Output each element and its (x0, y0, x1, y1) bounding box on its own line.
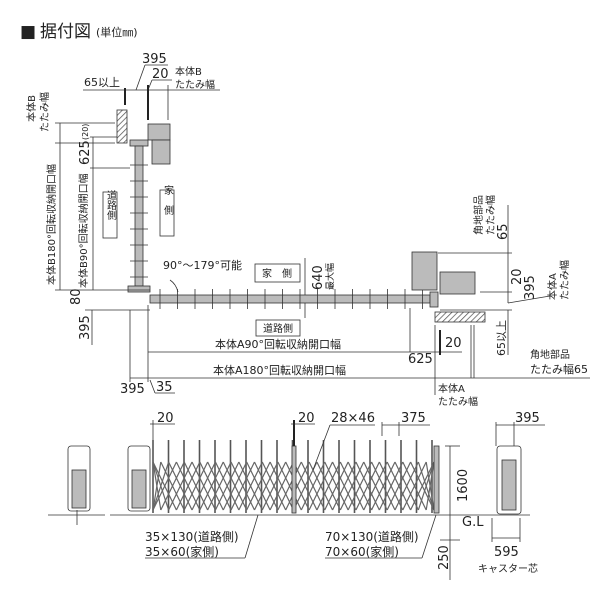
dim-1600: 1600 (456, 469, 471, 502)
dim-395-left: 395 (78, 315, 93, 340)
label-house-side: 家 側 (262, 267, 292, 280)
title-main: 据付図 (40, 22, 91, 42)
house-side-box (254, 263, 301, 283)
label-road-side: 道路側 (263, 322, 293, 335)
label-65-min-right: 65以上 (495, 320, 508, 356)
dim-625-left: 625 (78, 140, 93, 165)
label-fold-width-left: たたみ幅 (38, 92, 51, 132)
label-post-b-road: 70×130(道路側) (325, 529, 419, 544)
gate-end-post (433, 445, 440, 514)
dim-595: 595 (494, 545, 519, 560)
dim-395-bottom: 395 (120, 382, 145, 397)
label-corner-fold-65: たたみ幅65 (530, 363, 588, 376)
label-fold-width-bottom: たたみ幅 (438, 395, 478, 408)
lattice-bar (402, 461, 427, 511)
dim-35: 35 (156, 380, 173, 395)
lattice-bar (410, 461, 435, 511)
dim-395-top: 395 (142, 52, 167, 67)
dim-640: 640 (311, 265, 326, 290)
dim-80: 80 (69, 288, 84, 305)
label-post-b-house: 70×60(家側) (325, 544, 399, 559)
wall-a (434, 311, 486, 323)
dim-20-top: 20 (152, 67, 169, 82)
label-b180-opening: 本体B180°回転収納開口幅 (45, 164, 58, 285)
dim-lattice-28x46: 28×46 (331, 411, 375, 426)
label-body-b-left: 本体B (25, 95, 38, 122)
lattice-bar (417, 461, 435, 511)
label-corner-fold-right: たたみ幅 (484, 195, 497, 235)
lattice-bar (425, 461, 435, 511)
label-caster-center: キャスター芯 (478, 562, 538, 575)
label-post-a-house: 35×60(家側) (145, 544, 219, 559)
label-body-a-bottom: 本体A (438, 382, 465, 395)
lattice-bar (152, 461, 170, 511)
dim-20-elev-center: 20 (298, 411, 315, 426)
dim-625-bottom: 625 (408, 352, 433, 367)
lattice-bar (152, 461, 162, 511)
road-side-box (255, 319, 301, 337)
gate-center-post (291, 445, 297, 514)
dim-395-elev: 395 (515, 411, 540, 426)
label-corner-parts-right: 角地部品 (472, 195, 485, 235)
label-post-a-road: 35×130(道路側) (145, 529, 239, 544)
dim-20-bottom: 20 (445, 336, 462, 351)
plan-view: 395 20 65以上 本体B たたみ幅 本体B たたみ幅 本体B180°回転収… (25, 52, 590, 408)
gate-a-horizontal (149, 294, 431, 304)
house-side-box-vertical (159, 189, 175, 237)
road-side-box-vertical (102, 191, 118, 239)
dim-375: 375 (401, 411, 426, 426)
wall-b (116, 109, 128, 144)
unit-b-body (151, 139, 171, 165)
label-angle-range: 90°～179°可能 (163, 258, 242, 272)
dim-20-elev-left: 20 (157, 411, 174, 426)
elevation-view: 20 20 28×46 375 395 1600 G.L 250 35×130(… (48, 411, 545, 580)
label-65-min-top: 65以上 (84, 76, 120, 89)
label-max-width: 最大幅 (324, 263, 336, 290)
gate-b-vertical (134, 145, 144, 287)
label-a180-opening: 本体A180°回転収納開口幅 (213, 363, 346, 377)
label-fold-width-top: たたみ幅 (175, 78, 215, 91)
label-a90-opening: 本体A90°回転収納開口幅 (215, 337, 341, 351)
title-marker: ■ (20, 22, 36, 42)
dim-20-right: 20 (510, 268, 525, 285)
label-house-side-vertical: 家 側 (162, 184, 174, 215)
label-ground-level: G.L (462, 515, 484, 530)
dim-20-paren: (20) (81, 124, 90, 140)
dim-395-right: 395 (523, 275, 538, 300)
corner-unit-a (411, 251, 438, 291)
label-body-b-top: 本体B (175, 65, 202, 78)
label-b90-opening: 本体B90°回転収納開口幅 (77, 173, 90, 288)
label-road-side-vertical: 道路側 (105, 189, 117, 220)
dim-65-right: 65 (496, 223, 511, 240)
title-unit: (単位㎜) (96, 25, 138, 39)
label-fold-width-right: たたみ幅 (558, 260, 571, 300)
label-body-a-right: 本体A (546, 273, 559, 300)
title: ■ 据付図 (単位㎜) (20, 22, 138, 42)
label-corner-parts-bottom: 角地部品 (530, 348, 570, 361)
unit-b-corner (147, 123, 171, 141)
unit-a-body (439, 271, 476, 295)
dim-250: 250 (437, 545, 452, 570)
